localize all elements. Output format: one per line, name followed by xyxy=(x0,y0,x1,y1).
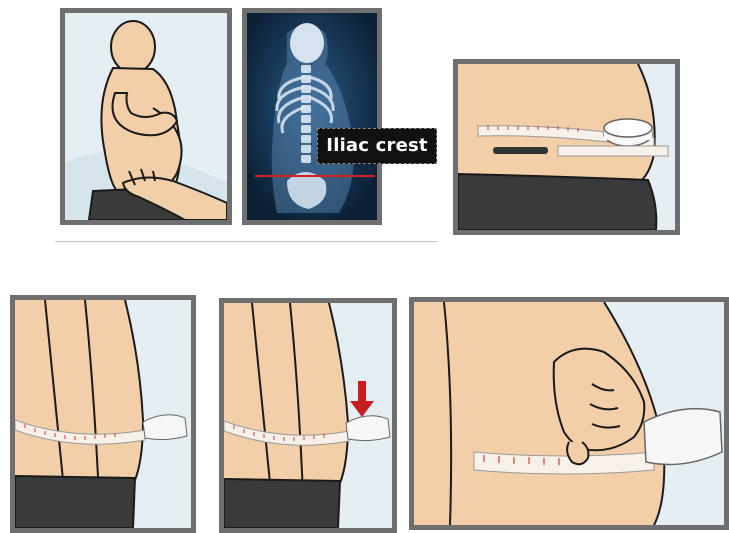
panel-6-hand-tape-closeup xyxy=(409,297,729,530)
panel-5-illustration xyxy=(224,303,392,528)
xray-skeleton-illustration xyxy=(247,13,377,220)
panel-4-tape-side xyxy=(10,295,196,533)
panel-4-illustration xyxy=(15,300,191,528)
panel-2-xray xyxy=(242,8,382,225)
iliac-crest-label: Iliac crest xyxy=(317,128,437,164)
panel-3-tape-waist xyxy=(453,59,680,235)
panel-1-illustration xyxy=(65,13,227,220)
panel-5-tape-arrow xyxy=(219,298,397,533)
section-divider xyxy=(55,241,438,242)
panel-1-locate-hip xyxy=(60,8,232,225)
panel-3-illustration xyxy=(458,64,675,230)
panel-6-illustration xyxy=(414,302,724,525)
